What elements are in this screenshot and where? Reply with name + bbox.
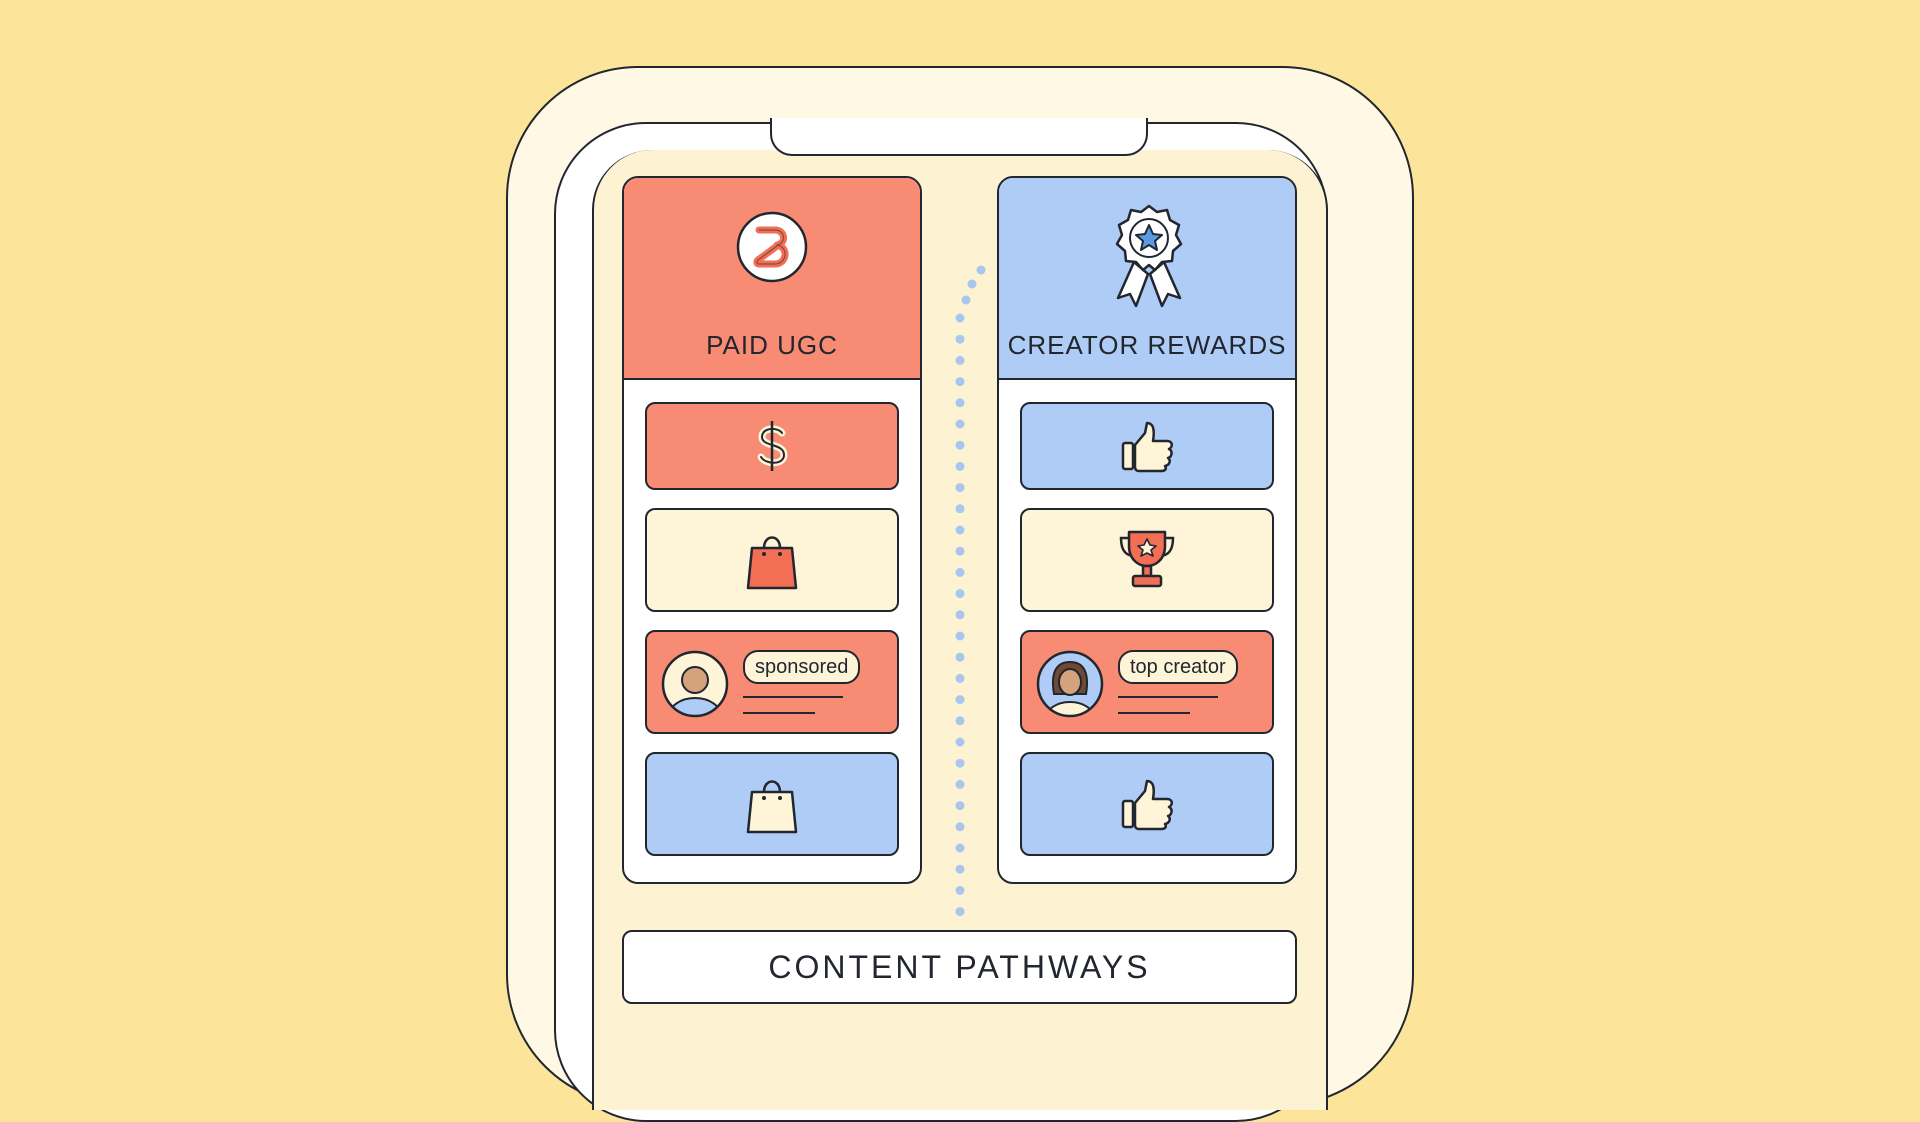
connector-dot (955, 546, 965, 556)
phone-notch (770, 118, 1148, 156)
paid-ugc-column: PAID UGC (622, 176, 922, 884)
creator-rewards-column: CREATOR REWARDS (997, 176, 1297, 884)
shopping-bag-icon (746, 780, 798, 834)
brand-b-logo-icon (736, 211, 808, 283)
connector-dot (955, 758, 965, 768)
connector-dot (955, 716, 965, 726)
dotted-connector (955, 265, 986, 917)
sponsored-badge: sponsored (743, 650, 861, 684)
connector-dot (955, 610, 965, 620)
creator-rewards-header: CREATOR REWARDS (999, 178, 1295, 380)
shop-card[interactable] (645, 508, 899, 612)
shopping-bag-icon (746, 536, 798, 590)
connector-dot (955, 779, 965, 789)
connector-dot (955, 334, 965, 344)
connector-dot (955, 483, 965, 493)
thumbs-up-icon (1121, 421, 1173, 473)
avatar-icon (661, 650, 729, 718)
connector-dot (955, 822, 965, 832)
text-line (743, 696, 843, 698)
connector-dot (955, 525, 965, 535)
connector-dot (955, 801, 965, 811)
creator-rewards-title: CREATOR REWARDS (1007, 330, 1287, 360)
connector-dot (955, 567, 965, 577)
paid-ugc-header: PAID UGC (624, 178, 920, 380)
award-ribbon-icon (1115, 204, 1183, 308)
content-pathways-banner: CONTENT PATHWAYS (622, 930, 1297, 1004)
connector-dot (955, 419, 965, 429)
trophy-icon (1119, 530, 1175, 588)
connector-dot (955, 377, 965, 387)
like-card-bottom[interactable] (1020, 752, 1274, 856)
connector-dot (955, 504, 965, 514)
connector-dot (955, 907, 965, 917)
dollar-icon (757, 421, 788, 471)
illustration: PAID UGC (506, 66, 1414, 1122)
top-creator-post-card[interactable]: top creator (1020, 630, 1274, 734)
connector-dot (955, 652, 965, 662)
connector-dot (955, 313, 965, 323)
top-creator-badge: top creator (1118, 650, 1238, 684)
connector-dot (955, 737, 965, 747)
connector-dot (955, 398, 965, 408)
connector-dot (955, 864, 965, 874)
paid-ugc-title: PAID UGC (706, 330, 838, 360)
connector-dot (955, 673, 965, 683)
avatar-icon (1036, 650, 1104, 718)
text-line (1118, 696, 1218, 698)
text-line (1118, 712, 1190, 714)
text-line (743, 712, 815, 714)
sponsored-post-card[interactable]: sponsored (645, 630, 899, 734)
like-card[interactable] (1020, 402, 1274, 490)
payment-card[interactable] (645, 402, 899, 490)
connector-dot (955, 461, 965, 471)
shop-card-blue[interactable] (645, 752, 899, 856)
trophy-card[interactable] (1020, 508, 1274, 612)
connector-dot (955, 843, 965, 853)
connector-dot (955, 631, 965, 641)
connector-dot (955, 589, 965, 599)
connector-dot (955, 885, 965, 895)
connector-dot (955, 440, 965, 450)
connector-dot (955, 695, 965, 705)
connector-dot (955, 355, 965, 365)
thumbs-up-icon (1121, 779, 1173, 831)
